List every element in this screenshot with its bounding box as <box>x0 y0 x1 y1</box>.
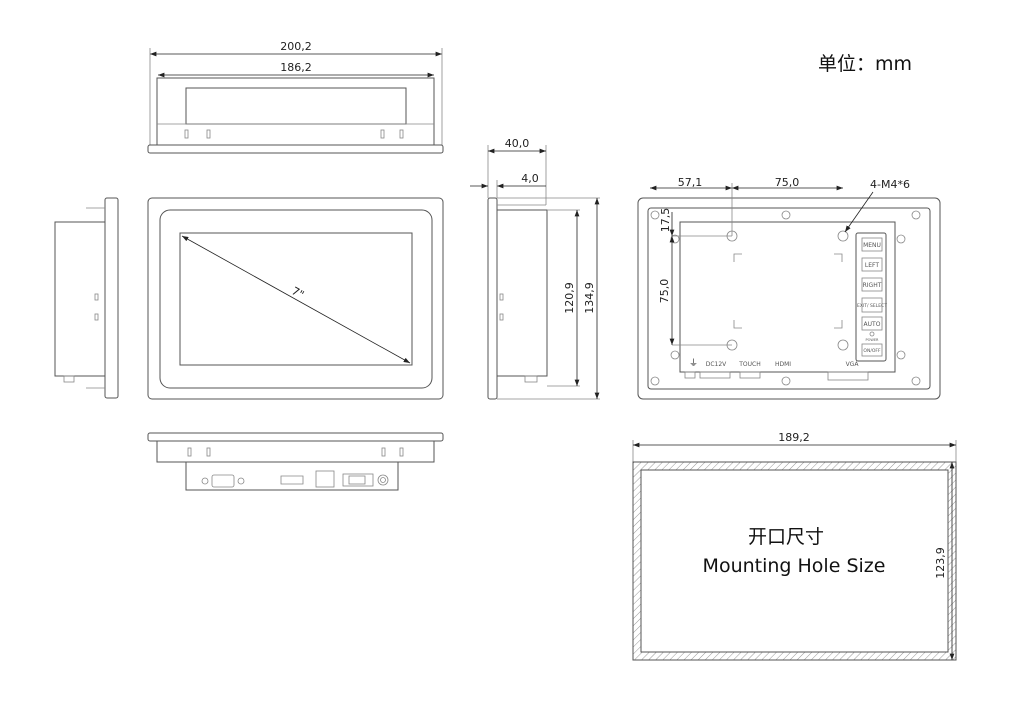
bottom-view <box>147 432 444 491</box>
unit-label: 单位：mm <box>818 53 912 75</box>
front-view: 7" <box>147 197 444 400</box>
button-right: RIGHT <box>863 282 882 289</box>
dim-cutout-width: 189,2 <box>778 431 810 444</box>
back-view: 57,1 75,0 4-M4*6 17,5 75,0 MENU LEFT RIG… <box>637 176 941 400</box>
dim-bezel-thickness: 4,0 <box>521 172 539 185</box>
power-label: POWER <box>866 338 880 342</box>
port-dc12v: DC12V <box>706 361 727 368</box>
button-left: LEFT <box>865 262 879 269</box>
dim-hole-offset-x: 57,1 <box>678 176 703 189</box>
button-auto: AUTO <box>864 321 881 328</box>
cutout-title-en: Mounting Hole Size <box>703 555 886 577</box>
cutout-view: 189,2 123,9 开口尺寸 Mounting Hole Size <box>632 431 957 661</box>
button-menu: MENU <box>863 242 881 249</box>
diagonal-label: 7" <box>289 284 306 301</box>
dim-depth: 40,0 <box>505 137 530 150</box>
dim-body-height: 120,9 <box>563 282 576 314</box>
top-view: 200,2 186,2 <box>147 40 444 154</box>
port-vga: VGA <box>846 361 860 368</box>
screw-spec: 4-M4*6 <box>870 178 910 191</box>
port-hdmi: HDMI <box>775 361 791 368</box>
ground-icon: ⏚ <box>689 358 698 369</box>
back-buttons: MENU LEFT RIGHT EXIT/ SELECT AUTO POWER … <box>857 237 887 357</box>
right-side-view: 40,0 4,0 120,9 134,9 <box>470 137 600 400</box>
button-exit-select: EXIT/ SELECT <box>857 303 887 309</box>
dim-hole-offset-y: 17,5 <box>659 208 672 233</box>
button-on-off: ON/OFF <box>863 348 881 354</box>
dim-hole-spacing-y: 75,0 <box>658 279 671 304</box>
dim-overall-height: 134,9 <box>583 282 596 314</box>
port-touch: TOUCH <box>738 361 760 368</box>
button-panel <box>855 232 887 362</box>
dim-overall-width: 200,2 <box>280 40 312 53</box>
cutout-title-cn: 开口尺寸 <box>748 526 824 548</box>
dim-hole-spacing-x: 75,0 <box>775 176 800 189</box>
left-side-view <box>54 197 119 399</box>
dim-body-width: 186,2 <box>280 61 312 74</box>
dim-cutout-height: 123,9 <box>934 547 947 579</box>
